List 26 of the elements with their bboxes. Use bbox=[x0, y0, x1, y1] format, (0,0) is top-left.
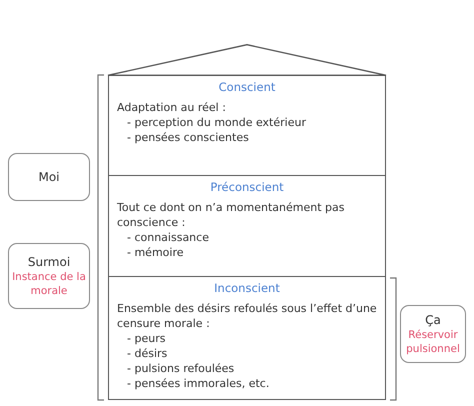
label-box bbox=[400, 305, 466, 363]
description-text: Tout ce dont on n’a momentanément pas conscience : bbox=[117, 200, 346, 230]
list-item: - pensées conscientes bbox=[126, 130, 250, 145]
section-title: Inconscient bbox=[213, 281, 281, 295]
roof-triangle bbox=[108, 44, 386, 76]
label-box bbox=[8, 153, 90, 201]
label-title: Ça bbox=[425, 312, 441, 328]
label-subtitle: Réservoir pulsionnel bbox=[405, 328, 461, 356]
list-item: - peurs bbox=[126, 331, 166, 346]
list-item: - connaissance bbox=[126, 230, 210, 245]
description-text: Adaptation au réel : bbox=[117, 100, 227, 115]
label-title: Moi bbox=[38, 170, 60, 184]
description-text: Ensemble des désirs refoulés sous l’effet d’une censure morale : bbox=[117, 301, 377, 331]
list-item: - perception du monde extérieur bbox=[126, 115, 307, 130]
section-title: Préconscient bbox=[209, 180, 285, 194]
list-item: - désirs bbox=[126, 346, 168, 361]
list-item: - pensées immorales, etc. bbox=[126, 376, 270, 391]
label-title: Surmoi bbox=[28, 254, 70, 270]
list-item: - pulsions refoulées bbox=[126, 361, 236, 376]
conscious-section bbox=[108, 75, 386, 176]
unconscious-section bbox=[108, 277, 386, 400]
section-title: Conscient bbox=[218, 80, 276, 94]
label-subtitle: Instance de la morale bbox=[11, 270, 87, 298]
label-box bbox=[8, 243, 90, 309]
list-item: - mémoire bbox=[126, 245, 184, 260]
preconscious-section bbox=[108, 176, 386, 277]
